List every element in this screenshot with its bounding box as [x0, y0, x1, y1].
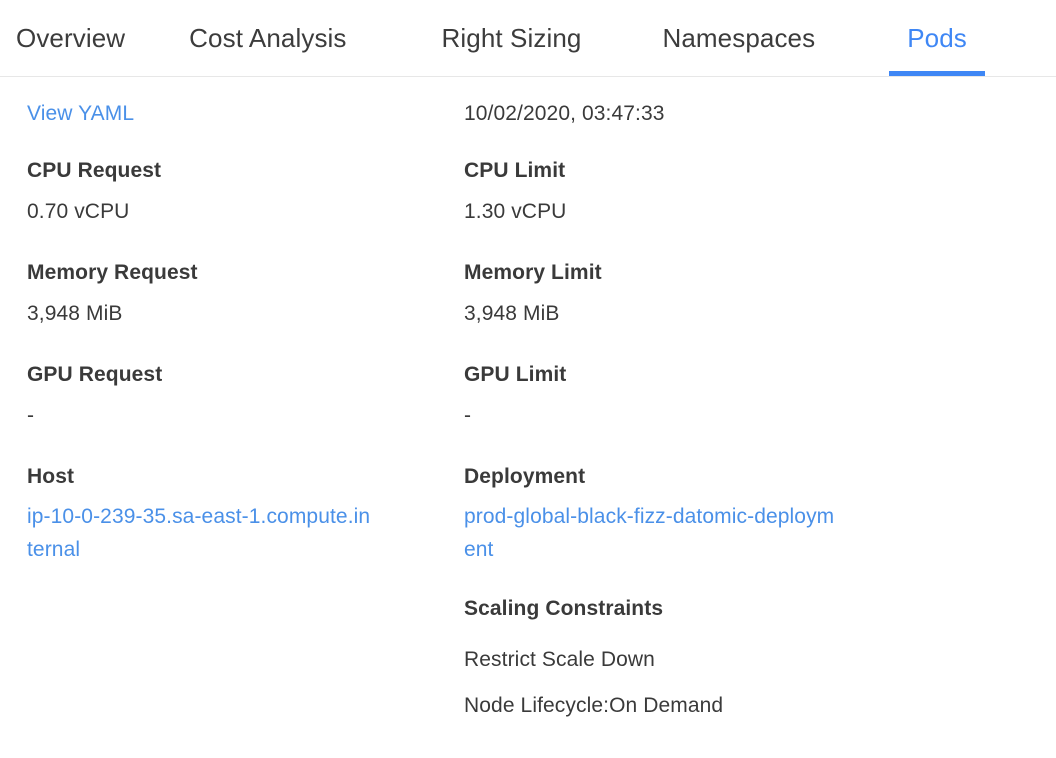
detail-left-column: View YAML CPU Request 0.70 vCPU Memory R…: [27, 77, 427, 566]
cpu-request-value: 0.70 vCPU: [27, 200, 130, 223]
field-cpu-limit: CPU Limit 1.30 vCPU: [464, 157, 864, 227]
tab-namespaces-label: Namespaces: [662, 22, 816, 53]
field-host: Host ip-10-0-239-35.sa-east-1.compute.in…: [27, 463, 427, 566]
detail-right-column: 10/02/2020, 03:47:33 CPU Limit 1.30 vCPU…: [464, 77, 864, 721]
tab-underline-active: [889, 71, 985, 76]
memory-limit-label: Memory Limit: [464, 261, 602, 284]
host-value-wrapper: ip-10-0-239-35.sa-east-1.compute.interna…: [27, 500, 372, 566]
tab-namespaces[interactable]: Namespaces: [662, 0, 815, 76]
gpu-request-value: -: [27, 404, 35, 427]
host-label: Host: [27, 465, 75, 488]
field-scaling-constraints: Scaling Constraints Restrict Scale Down …: [464, 595, 864, 721]
deployment-label: Deployment: [464, 465, 586, 488]
deployment-link[interactable]: prod-global-black-fizz-datomic-deploymen…: [464, 505, 835, 561]
scaling-constraint-item: Node Lifecycle:On Demand: [464, 694, 724, 717]
tab-right-sizing[interactable]: Right Sizing: [442, 0, 582, 76]
memory-request-value: 3,948 MiB: [27, 302, 123, 325]
field-memory-limit: Memory Limit 3,948 MiB: [464, 259, 864, 329]
memory-request-label: Memory Request: [27, 261, 198, 284]
field-gpu-request: GPU Request -: [27, 361, 427, 431]
field-gpu-limit: GPU Limit -: [464, 361, 864, 431]
gpu-request-label: GPU Request: [27, 363, 163, 386]
field-view-yaml: View YAML: [27, 97, 427, 130]
cpu-limit-value: 1.30 vCPU: [464, 200, 567, 223]
tab-pods-label: Pods: [907, 22, 967, 53]
gpu-limit-label: GPU Limit: [464, 363, 567, 386]
scaling-constraints-label: Scaling Constraints: [464, 597, 664, 620]
tab-pods[interactable]: Pods: [889, 0, 985, 76]
cpu-limit-label: CPU Limit: [464, 159, 566, 182]
tab-cost-analysis[interactable]: Cost Analysis: [189, 0, 346, 76]
cpu-request-label: CPU Request: [27, 159, 162, 182]
tab-list: Overview Cost Analysis Right Sizing Name…: [0, 0, 1056, 76]
tab-right-sizing-label: Right Sizing: [441, 22, 582, 53]
tab-bar: Overview Cost Analysis Right Sizing Name…: [0, 0, 1056, 77]
host-link[interactable]: ip-10-0-239-35.sa-east-1.compute.interna…: [27, 505, 371, 561]
field-deployment: Deployment prod-global-black-fizz-datomi…: [464, 463, 864, 566]
tab-cost-analysis-label: Cost Analysis: [189, 22, 347, 53]
memory-limit-value: 3,948 MiB: [464, 302, 560, 325]
field-cpu-request: CPU Request 0.70 vCPU: [27, 157, 427, 227]
field-timestamp: 10/02/2020, 03:47:33: [464, 99, 864, 129]
deployment-value-wrapper: prod-global-black-fizz-datomic-deploymen…: [464, 500, 842, 566]
tab-overview[interactable]: Overview: [16, 0, 125, 76]
gpu-limit-value: -: [464, 404, 472, 427]
scaling-constraint-item: Restrict Scale Down: [464, 648, 655, 671]
view-yaml-link[interactable]: View YAML: [27, 102, 135, 125]
field-memory-request: Memory Request 3,948 MiB: [27, 259, 427, 329]
timestamp-value: 10/02/2020, 03:47:33: [464, 102, 665, 125]
tab-overview-label: Overview: [16, 22, 126, 53]
